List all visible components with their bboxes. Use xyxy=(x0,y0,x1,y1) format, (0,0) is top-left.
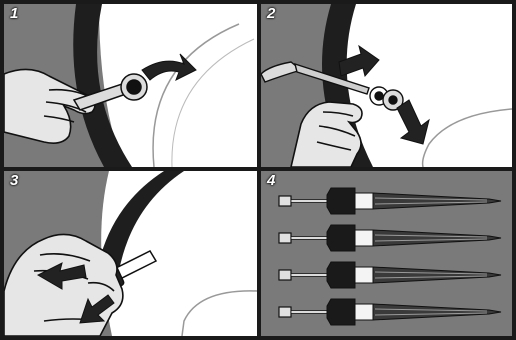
step-1-illustration xyxy=(4,4,257,167)
step-4-panel: 4 xyxy=(261,171,512,336)
wrench xyxy=(72,73,148,111)
hand xyxy=(4,68,96,144)
spike xyxy=(278,187,502,215)
tire-arc xyxy=(73,4,132,167)
step-3-illustration xyxy=(4,171,257,336)
step-2-panel: 2 xyxy=(261,4,512,167)
arrow-down-left xyxy=(79,294,115,324)
hand xyxy=(290,101,363,167)
wheel-face xyxy=(343,4,512,167)
spike xyxy=(278,298,502,326)
step-4-illustration xyxy=(261,171,512,336)
step-2-illustration xyxy=(261,4,512,167)
wheel-face xyxy=(101,171,257,336)
rim-line xyxy=(181,290,257,336)
spike xyxy=(278,224,502,252)
step-1-panel: 1 xyxy=(4,4,257,167)
step-number: 2 xyxy=(267,5,276,22)
screwdriver xyxy=(261,61,370,95)
rim-line xyxy=(152,23,240,167)
arrow-down xyxy=(396,99,430,145)
step-number: 4 xyxy=(267,172,276,189)
wheel-face xyxy=(99,4,257,167)
arrow-left xyxy=(36,262,87,290)
step-number: 3 xyxy=(10,172,19,189)
step-number: 1 xyxy=(10,5,19,22)
rotate-arrow xyxy=(141,53,197,82)
tire-arc xyxy=(94,171,184,291)
rim-line xyxy=(421,108,512,167)
step-3-panel: 3 xyxy=(4,171,257,336)
rim-line-inner xyxy=(171,38,255,167)
spike xyxy=(278,261,502,289)
plug xyxy=(369,86,404,111)
arrow-up xyxy=(338,44,380,78)
